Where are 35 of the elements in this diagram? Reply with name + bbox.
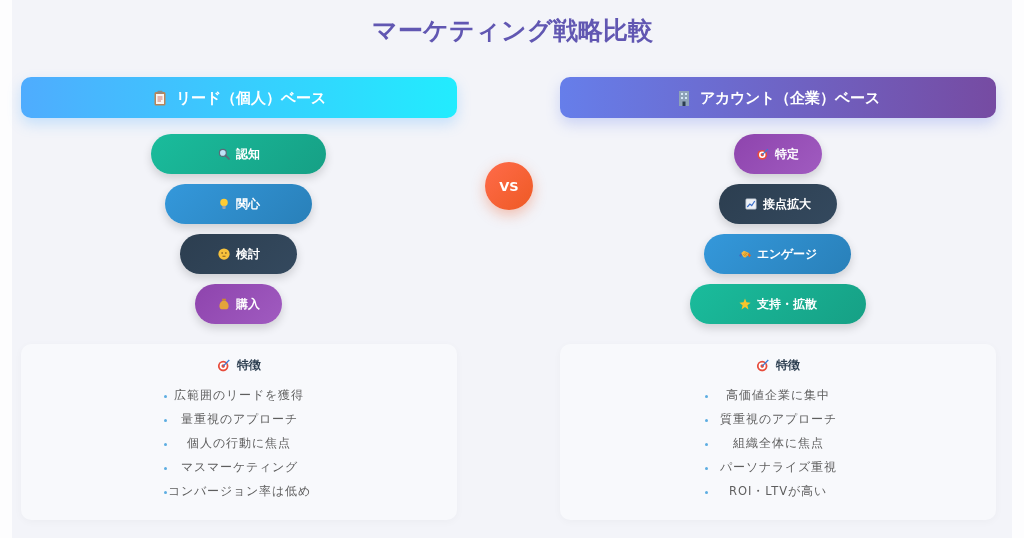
- feature-item: コンバージョン率は低め: [167, 485, 311, 499]
- stage-label: 検討: [235, 246, 260, 262]
- feature-item: ROI・LTVが高い: [728, 485, 828, 499]
- funnel-stage: [180, 234, 297, 274]
- funnel-stage: [704, 234, 851, 274]
- heading-band: [560, 77, 996, 118]
- heading-text: アカウント（企業）ベース: [700, 88, 880, 107]
- feature-item: 広範囲のリードを獲得: [174, 389, 304, 403]
- stage-label: 接点拡大: [763, 196, 811, 212]
- feature-item: マスマーケティング: [180, 461, 298, 475]
- funnel-stage: [165, 184, 312, 224]
- stage-label: 認知: [235, 146, 260, 162]
- stage-label: エンゲージ: [756, 246, 817, 262]
- funnel-stage: [734, 134, 822, 174]
- feature-panel: [21, 344, 457, 520]
- feature-panel: [560, 344, 996, 520]
- stage-label: 関心: [235, 196, 260, 212]
- feature-item: パーソナライズ重視: [719, 461, 837, 475]
- funnel-stage: [151, 134, 326, 174]
- funnel-stage: [690, 284, 866, 324]
- panel-heading: 特徴: [775, 357, 800, 373]
- funnel-stage: [719, 184, 837, 224]
- feature-item: 組織全体に焦点: [732, 437, 824, 451]
- stage-label: 支持・拡散: [757, 296, 817, 312]
- feature-item: 高価値企業に集中: [726, 389, 830, 403]
- title: マーケティング戦略比較: [371, 15, 653, 47]
- heading-text: リード（個人）ベース: [176, 88, 326, 107]
- stage-label: 購入: [235, 296, 260, 312]
- feature-item: 量重視のアプローチ: [180, 413, 298, 427]
- funnel-stage: [195, 284, 282, 324]
- feature-item: 質重視のアプローチ: [719, 413, 837, 427]
- feature-item: 個人の行動に焦点: [187, 437, 291, 451]
- panel-heading: 特徴: [236, 357, 261, 373]
- stage-label: 特定: [775, 146, 799, 162]
- heading-band: [21, 77, 457, 118]
